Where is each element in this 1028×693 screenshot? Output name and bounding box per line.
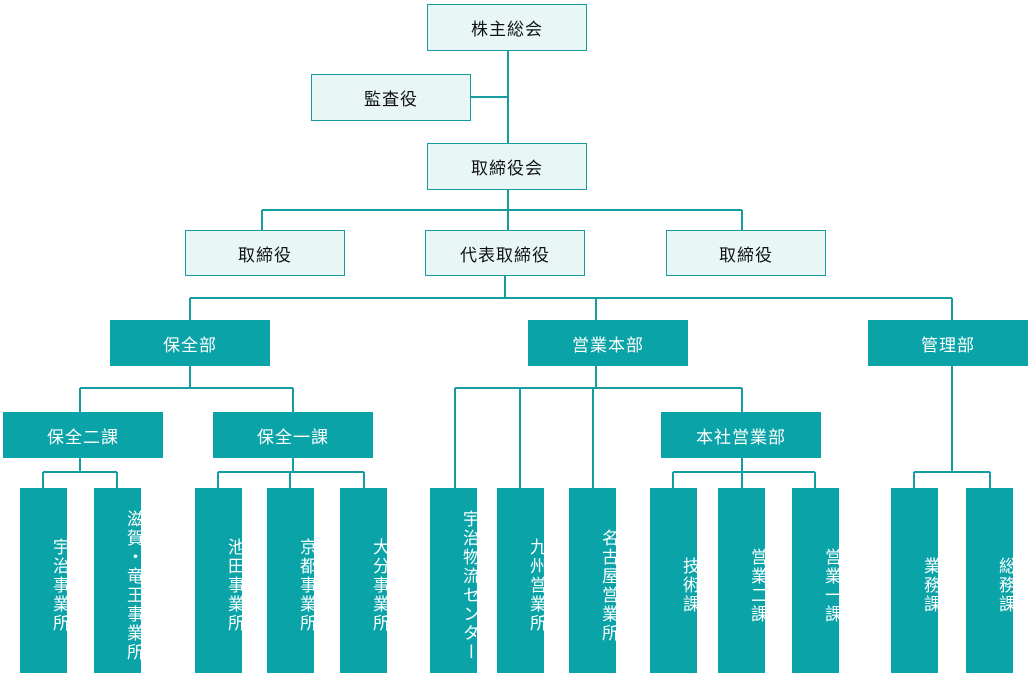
- node-general-affairs-section: 総務課: [966, 488, 1015, 673]
- node-shiga-ryuo-office: 滋賀・竜王事業所: [94, 488, 143, 673]
- node-board-of-directors: 取締役会: [427, 143, 587, 190]
- node-maintenance-section-1: 保全一課: [213, 412, 373, 458]
- node-technical-section: 技術課: [650, 488, 699, 673]
- node-director-left: 取締役: [185, 230, 345, 276]
- node-head-office-sales: 本社営業部: [661, 412, 821, 458]
- node-auditor: 監査役: [311, 74, 471, 121]
- node-director-right: 取締役: [666, 230, 826, 276]
- node-maintenance-section-2: 保全二課: [3, 412, 163, 458]
- node-nagoya-sales-office: 名古屋営業所: [569, 488, 618, 673]
- node-business-section: 業務課: [891, 488, 940, 673]
- node-sales-hq: 営業本部: [528, 320, 688, 366]
- node-oita-office: 大分事業所: [340, 488, 389, 673]
- node-kyoto-office: 京都事業所: [267, 488, 316, 673]
- node-sales-section-2: 営業二課: [718, 488, 767, 673]
- node-uji-logistics-center: 宇治物流センター: [430, 488, 479, 673]
- node-maintenance-dept: 保全部: [110, 320, 270, 366]
- node-kyushu-sales-office: 九州営業所: [497, 488, 546, 673]
- node-management-dept: 管理部: [868, 320, 1028, 366]
- node-ikeda-office: 池田事業所: [195, 488, 244, 673]
- node-uji-office: 宇治事業所: [20, 488, 69, 673]
- node-shareholders-meeting: 株主総会: [427, 4, 587, 51]
- node-sales-section-1: 営業一課: [792, 488, 841, 673]
- node-representative-director: 代表取締役: [425, 230, 585, 276]
